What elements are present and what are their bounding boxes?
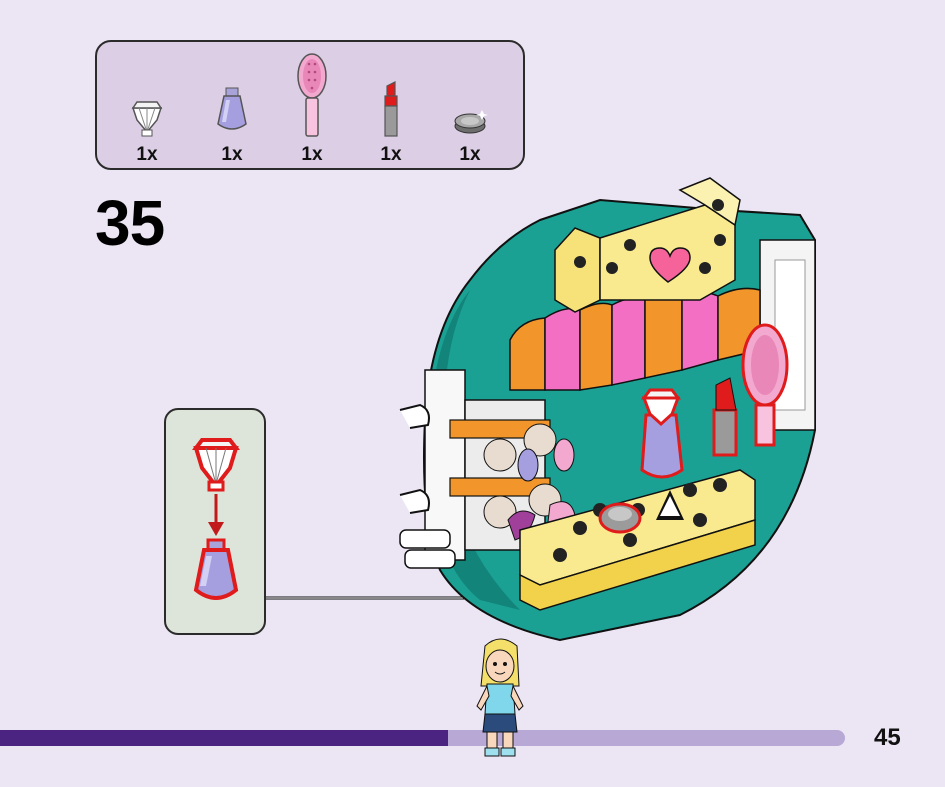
part-quantity: 1x: [459, 144, 481, 165]
subassembly-callout: [164, 408, 266, 635]
counter: [519, 469, 756, 611]
placed-hairbrush: [741, 323, 789, 447]
part-quantity: 1x: [301, 144, 323, 165]
diamond-gem-icon: [131, 101, 163, 137]
side-clips: [399, 403, 456, 569]
heart-icon: [649, 247, 691, 283]
subassembly-illustration: [192, 438, 240, 600]
arrow-down-icon: [208, 494, 224, 536]
part-quantity: 1x: [380, 144, 402, 165]
step-number: 35: [95, 187, 165, 259]
part-quantity: 1x: [136, 144, 158, 165]
progress-fill: [0, 730, 448, 746]
part-perfume-bottle: 1x: [202, 42, 262, 165]
minifigure-icon: [476, 638, 524, 757]
round-tile-icon: [454, 110, 488, 134]
part-quantity: 1x: [221, 144, 243, 165]
parts-list-panel: 1x 1x 1x 1x: [95, 40, 525, 170]
placed-perfume-bottle: [640, 388, 684, 479]
part-round-tile: 1x: [440, 42, 500, 165]
shop-sign: [554, 177, 741, 313]
part-hairbrush: 1x: [282, 42, 342, 165]
shelves: [449, 419, 576, 541]
hairbrush-icon: [297, 53, 327, 137]
arrow-up-icon: [656, 490, 684, 520]
placed-lipstick: [712, 377, 738, 457]
lipstick-icon: [384, 81, 398, 137]
awning: [509, 287, 761, 391]
page-number: 45: [874, 724, 901, 751]
diamond-gem-icon: [192, 438, 240, 492]
part-diamond: 1x: [117, 42, 177, 165]
perfume-bottle-icon: [217, 87, 247, 130]
part-lipstick: 1x: [361, 42, 421, 165]
perfume-bottle-icon: [193, 538, 239, 600]
progress-bar: [0, 730, 845, 746]
